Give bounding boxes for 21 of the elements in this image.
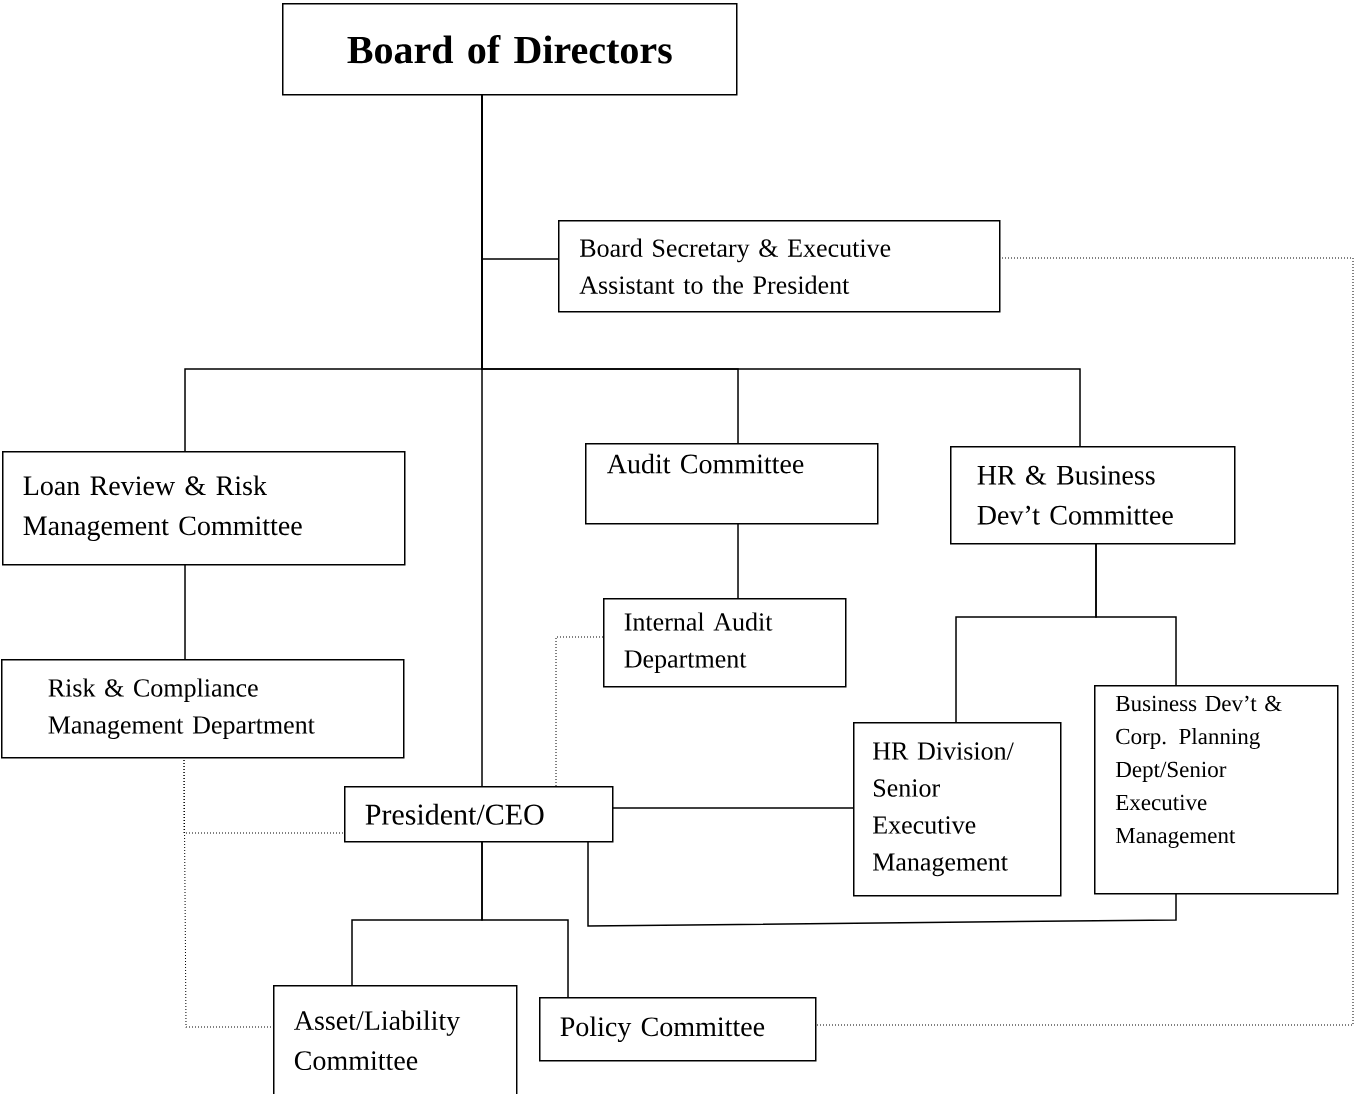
connector-line <box>611 807 854 809</box>
org-box: Policy Committee <box>539 997 817 1062</box>
connector-line <box>481 93 1081 447</box>
org-box: Asset/Liability Committee <box>273 985 518 1094</box>
org-box: Business Dev’t & Corp. Planning Dept/Senior Executive Management <box>1094 685 1339 895</box>
connector-line <box>1095 542 1177 686</box>
connector-line <box>555 636 604 787</box>
connector-line <box>184 563 186 660</box>
org-box: Board Secretary & Executive Assistant to the President <box>558 220 1001 313</box>
org-box: Loan Review & Risk Management Committee <box>2 451 406 566</box>
org-box: Board of Directors <box>282 3 738 96</box>
org-box: Internal Audit Department <box>603 598 847 688</box>
connector-line <box>814 257 1354 1026</box>
org-box: HR Division/ Senior Executive Management <box>853 722 1062 897</box>
connector-line <box>481 840 569 998</box>
org-box: Risk & Compliance Management Department <box>1 659 405 759</box>
connector-line <box>587 840 1177 927</box>
org-box: Audit Committee <box>585 443 879 525</box>
org-box: President/CEO <box>344 786 614 843</box>
connector-line <box>737 522 739 599</box>
org-box: HR & Business Dev’t Committee <box>950 446 1236 545</box>
